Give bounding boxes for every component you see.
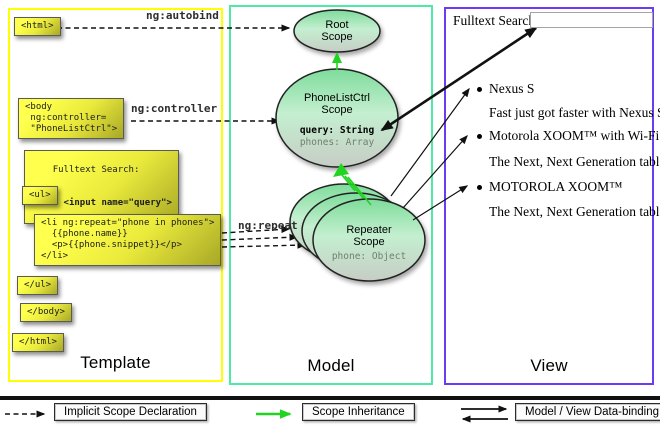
view-panel: View bbox=[444, 7, 654, 385]
model-panel-label: Model bbox=[307, 356, 355, 375]
view-item-title: Motorola XOOM™ with Wi-Fi bbox=[489, 128, 660, 143]
ng-controller-label: ng:controller bbox=[131, 102, 218, 115]
phonelistctrl-scope-title: PhoneListCtrl Scope bbox=[303, 92, 371, 116]
legend-data-binding-label: Model / View Data-binding bbox=[515, 403, 660, 421]
code-body-open: <body ng:controller= "PhoneListCtrl"> bbox=[18, 98, 125, 139]
template-panel-label: Template bbox=[80, 353, 151, 372]
code-ul-close: </ul> bbox=[17, 276, 59, 295]
root-scope-title: Root Scope bbox=[321, 19, 353, 43]
code-fulltext-label: Fulltext Search: bbox=[52, 165, 140, 175]
bullet-icon bbox=[477, 185, 482, 190]
ng-repeat-label: ng:repeat bbox=[238, 219, 298, 232]
code-fulltext-input: <input name="query"> bbox=[52, 198, 172, 208]
view-item-title: MOTOROLA XOOM™ bbox=[489, 179, 623, 194]
phonelistctrl-query-prop: query: String bbox=[299, 125, 375, 136]
code-ul-open: <ul> bbox=[22, 186, 58, 205]
repeater-phone-prop: phone: Object bbox=[331, 251, 407, 262]
ng-autobind-label: ng:autobind bbox=[146, 9, 219, 22]
phonelistctrl-phones-prop: phones: Array bbox=[299, 137, 375, 148]
legend-scope-inheritance-label: Scope Inheritance bbox=[302, 403, 415, 421]
view-search-label: Fulltext Search: bbox=[453, 13, 539, 28]
template-panel: Template bbox=[8, 8, 223, 382]
view-panel-label: View bbox=[530, 356, 568, 375]
code-body-close: </body> bbox=[20, 303, 72, 322]
bullet-icon bbox=[477, 134, 482, 139]
view-item-title: Nexus S bbox=[489, 81, 535, 96]
view-item-desc: Fast just got faster with Nexus S. bbox=[489, 105, 660, 120]
view-item-desc: The Next, Next Generation tablet. bbox=[489, 204, 660, 219]
view-item-desc: The Next, Next Generation tablet. bbox=[489, 154, 660, 169]
legend-separator bbox=[0, 396, 660, 400]
code-li-repeat: <li ng:repeat="phone in phones"> {{phone… bbox=[34, 214, 222, 266]
bullet-icon bbox=[477, 87, 482, 92]
code-html-close: </html> bbox=[12, 333, 64, 352]
model-panel: Model bbox=[229, 5, 433, 385]
view-search-input[interactable] bbox=[530, 12, 653, 28]
legend-implicit-scope-label: Implicit Scope Declaration bbox=[54, 403, 207, 421]
repeater-scope-title: Repeater Scope bbox=[346, 224, 392, 248]
code-html-open: <html> bbox=[14, 17, 61, 36]
legend-databinding-arrow-icon bbox=[461, 405, 508, 423]
